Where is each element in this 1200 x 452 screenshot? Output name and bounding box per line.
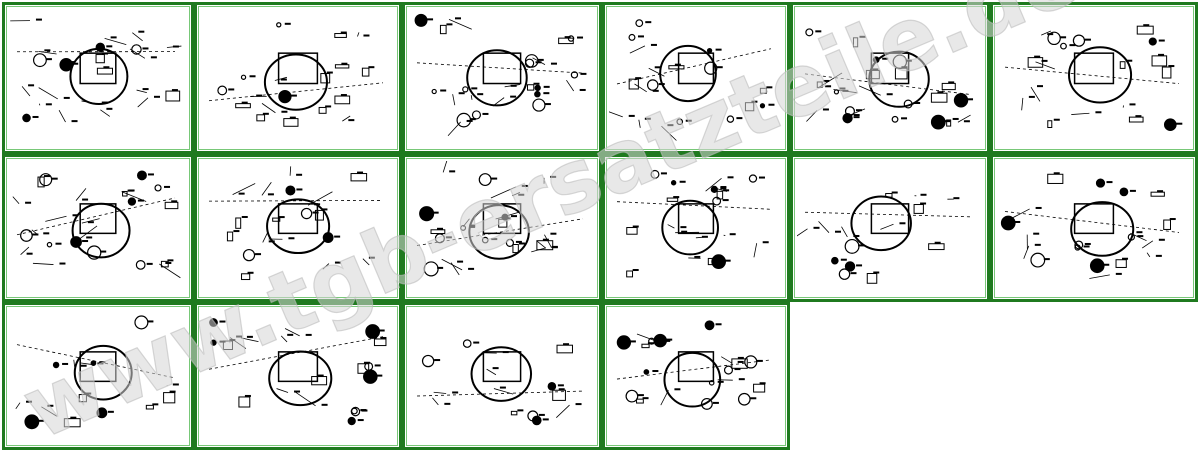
diagram-tile-crankshaft[interactable] (602, 154, 790, 302)
engine-side-cover-exploded-view (1000, 172, 1180, 279)
cylinder-piston-exploded-view (609, 19, 775, 141)
diagram-tile-cylinder-head[interactable] (402, 2, 602, 154)
carburetor-exploded-view (416, 161, 584, 277)
diagram-tile-camshaft-timing-chain[interactable] (790, 2, 990, 154)
diagram-tile-transmission-housing[interactable] (194, 302, 402, 450)
engine-assembly-exploded-view (10, 18, 182, 123)
diagram-tile-engine-assembly[interactable] (2, 2, 194, 154)
crankshaft-exploded-view (616, 169, 772, 278)
diagram-tile-gaskets-covers[interactable] (194, 154, 402, 302)
oil-pump-gears-exploded-view (15, 315, 179, 430)
diagram-tile-crankcase-cover[interactable] (990, 2, 1198, 154)
crankcase-cover-exploded-view (1004, 24, 1183, 132)
diagram-tile-gear-shaft[interactable] (402, 302, 602, 450)
intake-manifold-exploded-view (208, 22, 384, 127)
final-drive-exploded-view (616, 320, 772, 410)
diagram-tile-intake-manifold[interactable] (194, 2, 402, 154)
starter-clutch-exploded-view (797, 191, 972, 284)
diagram-tile-crankcase-assembly[interactable] (2, 154, 194, 302)
diagram-tile-engine-side-cover[interactable] (990, 154, 1198, 302)
transmission-housing-exploded-view (208, 318, 387, 426)
gear-shaft-exploded-view (416, 339, 584, 426)
diagram-tile-final-drive[interactable] (602, 302, 790, 450)
gaskets-covers-exploded-view (208, 166, 384, 281)
cylinder-head-exploded-view (414, 13, 587, 137)
crankcase-assembly-exploded-view (12, 170, 181, 279)
camshaft-timing-chain-exploded-view (804, 28, 974, 130)
diagram-tile-cylinder-piston[interactable] (602, 2, 790, 154)
diagram-tile-oil-pump-gears[interactable] (2, 302, 194, 450)
diagram-tile-starter-clutch[interactable] (790, 154, 990, 302)
diagram-tile-carburetor[interactable] (402, 154, 602, 302)
